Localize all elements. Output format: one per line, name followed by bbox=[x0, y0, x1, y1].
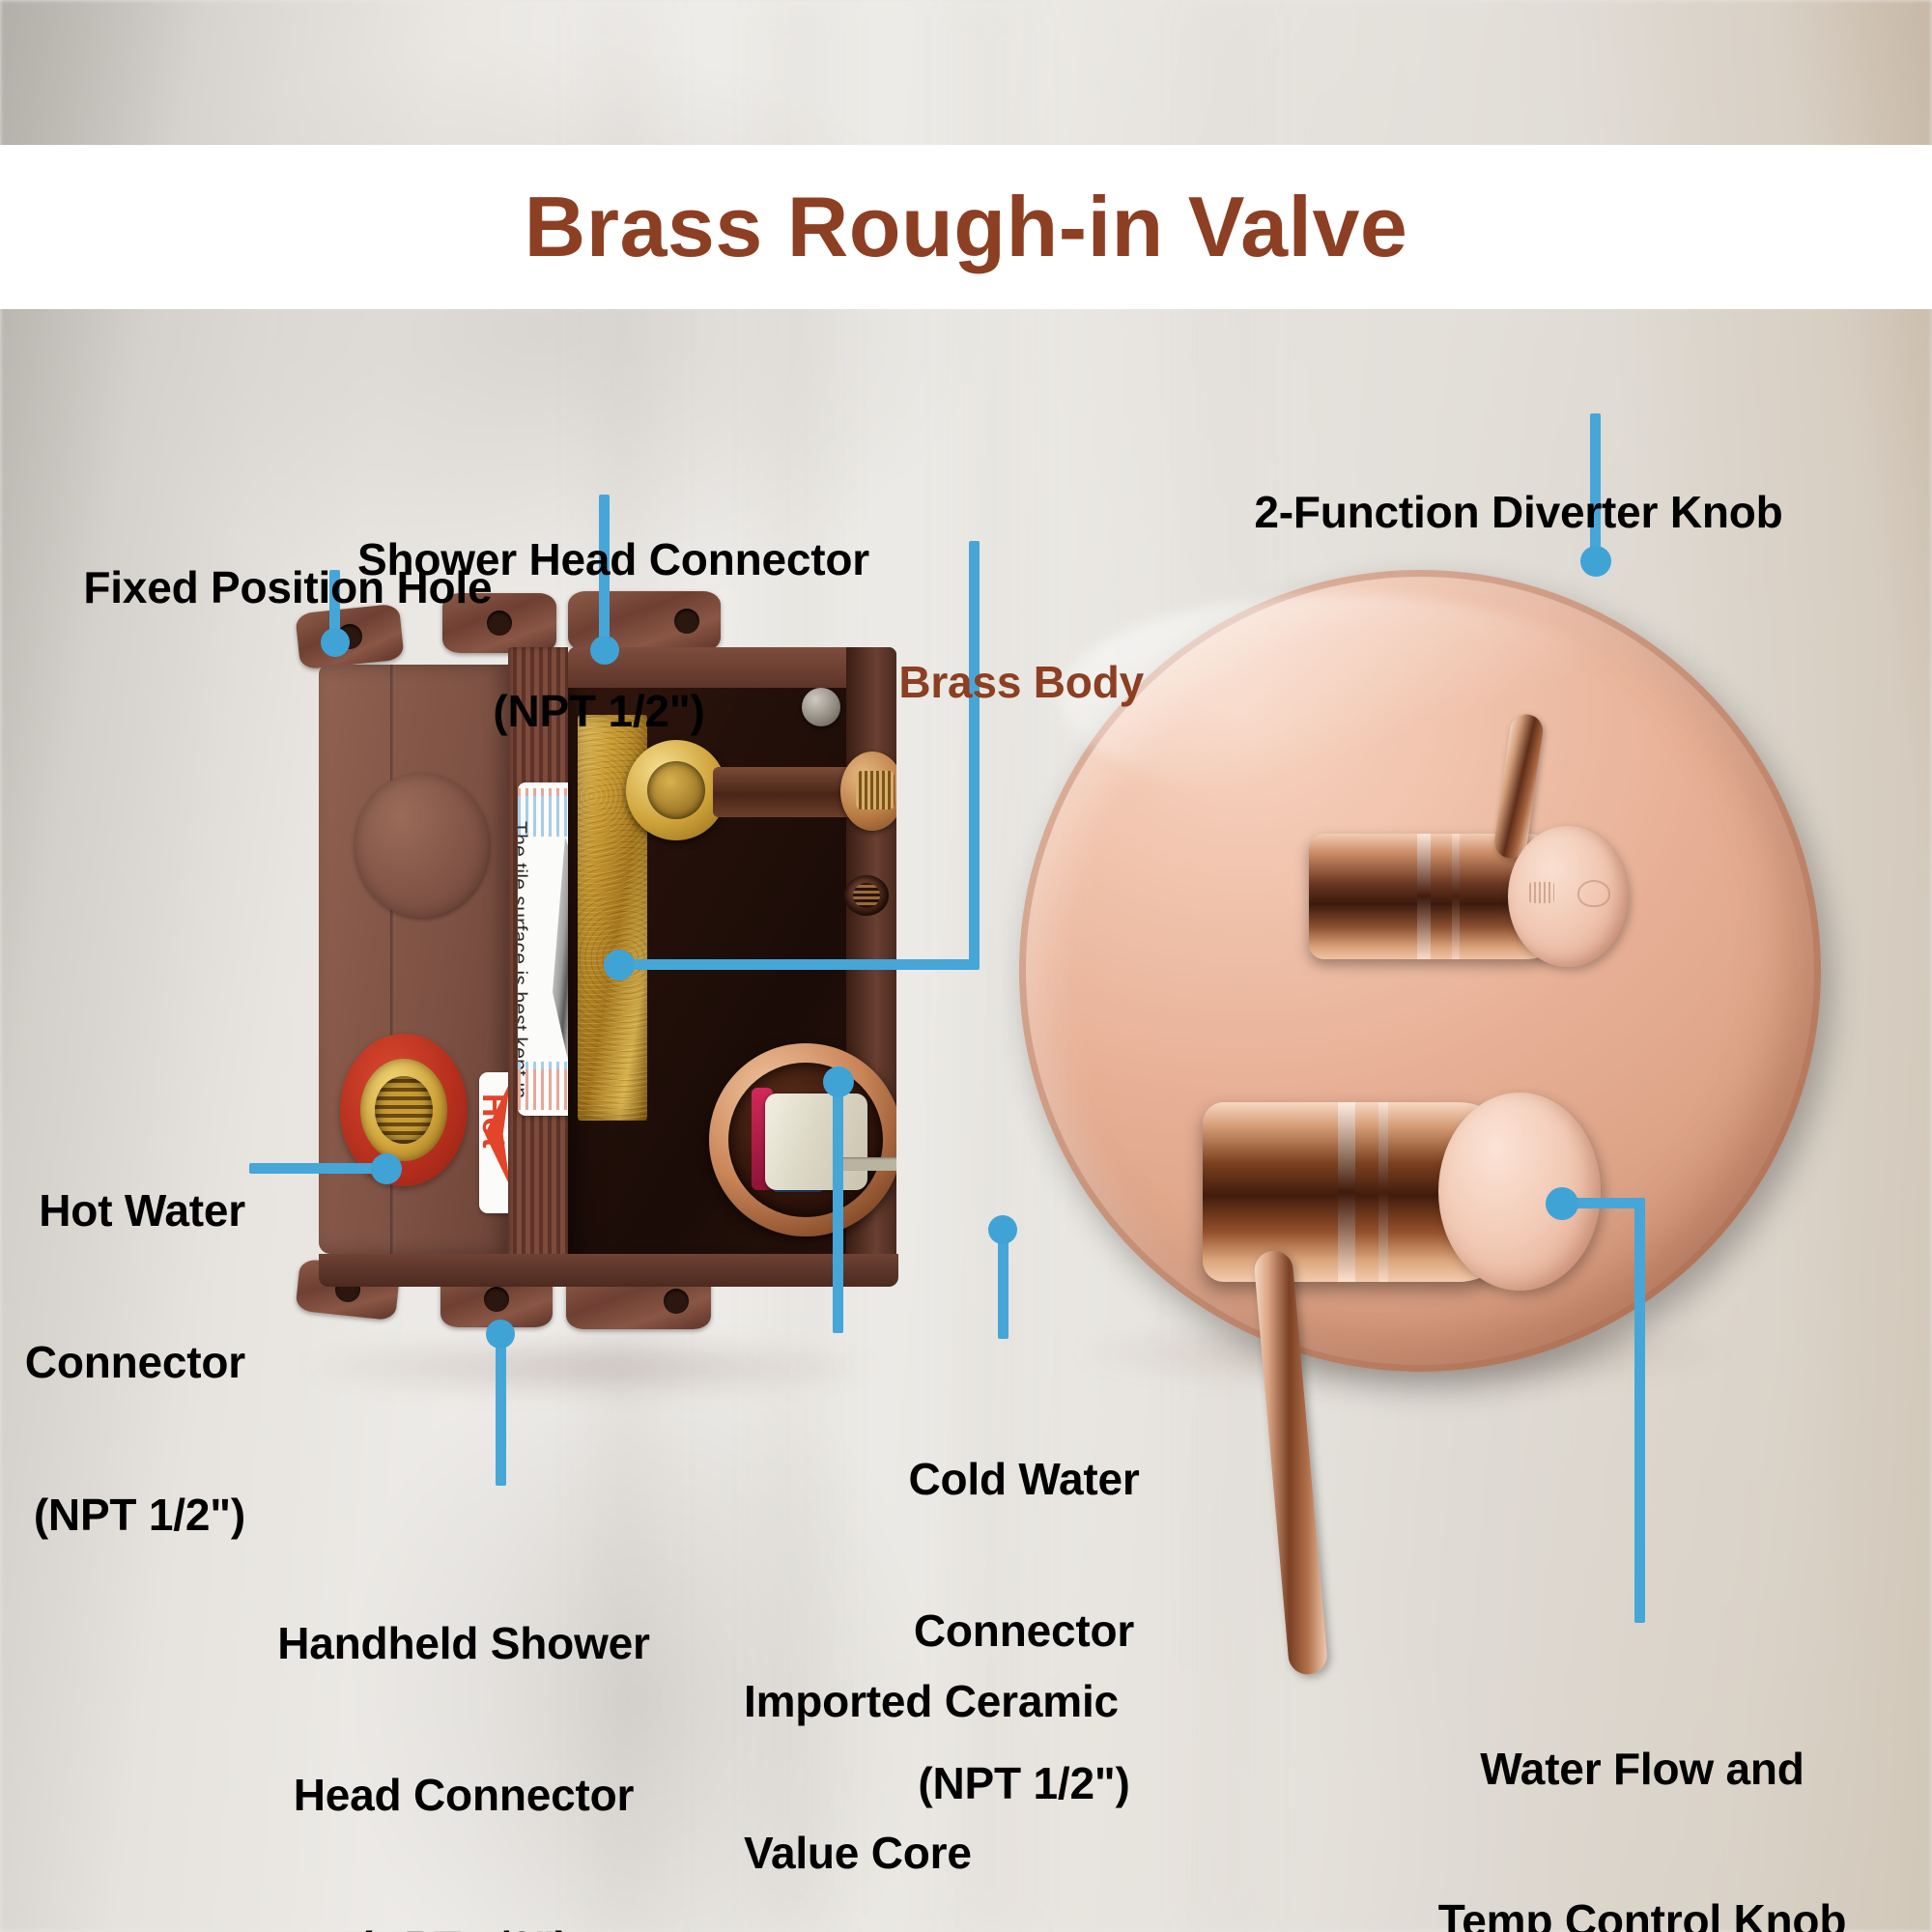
callout-diverter-knob: 2-Function Diverter Knob bbox=[1206, 437, 1783, 588]
ceramic-cartridge bbox=[709, 1043, 896, 1236]
leader-dot-shower-head-connector bbox=[590, 636, 619, 665]
brass-nut bbox=[626, 740, 726, 840]
shower-head-icon bbox=[1529, 882, 1554, 903]
callout-fixed-position-hole-line1: Fixed Position Hole bbox=[83, 562, 493, 613]
callout-shower-head-connector: Shower Head Connector (NPT 1/2") bbox=[357, 433, 869, 838]
diverter-knob bbox=[1309, 712, 1628, 967]
callout-ceramic-core-line2: Value Core bbox=[744, 1828, 972, 1879]
callout-brass-body: Brass Body bbox=[850, 607, 1144, 758]
hot-sticker-text: Hot bbox=[479, 1094, 512, 1149]
leader-brass-body-horizontal bbox=[618, 959, 980, 970]
leader-dot-fixed-position-hole bbox=[321, 628, 350, 657]
title-band: Brass Rough-in Valve bbox=[0, 145, 1932, 309]
valve-stem bbox=[713, 767, 858, 817]
callout-ceramic-core: Imported Ceramic Value Core bbox=[744, 1575, 1119, 1932]
leader-handheld-connector bbox=[496, 1331, 506, 1486]
leader-brass-body-vertical bbox=[969, 541, 980, 966]
flow-temp-knob bbox=[1203, 1087, 1601, 1677]
callout-handheld-line2: Head Connector bbox=[293, 1770, 635, 1821]
callout-diverter-knob-line1: 2-Function Diverter Knob bbox=[1254, 487, 1783, 538]
callout-cold-water-line3: (NPT 1/2") bbox=[918, 1757, 1130, 1808]
callout-hot-water-line3: (NPT 1/2") bbox=[33, 1489, 245, 1540]
callout-cold-water-connector: Cold Water Connector (NPT 1/2") bbox=[831, 1352, 1217, 1910]
leader-dot-hot-water-connector bbox=[371, 1153, 402, 1184]
body-screw bbox=[802, 688, 840, 726]
callout-flow-temp-line1: Water Flow and bbox=[1480, 1743, 1804, 1794]
side-plug-cap bbox=[354, 773, 489, 918]
leader-ceramic-core bbox=[833, 1078, 843, 1333]
callout-flow-temp-line2: Temp Control Knob bbox=[1437, 1895, 1847, 1932]
flow-knob-cap bbox=[1438, 1093, 1601, 1291]
callout-brass-body-line1: Brass Body bbox=[898, 657, 1144, 708]
flow-knob-band bbox=[1338, 1102, 1355, 1282]
leader-dot-diverter-knob bbox=[1580, 546, 1611, 577]
hot-water-port bbox=[340, 1034, 468, 1186]
callout-hot-water-line1: Hot Water bbox=[39, 1184, 245, 1236]
valve-bottom-rim bbox=[319, 1254, 898, 1287]
mounting-ear-top-mid bbox=[442, 593, 556, 653]
leader-cold-water-connector bbox=[998, 1227, 1009, 1339]
ear-hole bbox=[674, 609, 700, 634]
leader-dot-flow-temp bbox=[1546, 1187, 1578, 1220]
ear-hole bbox=[664, 1289, 689, 1314]
callout-cold-water-line2: Connector bbox=[913, 1605, 1135, 1657]
handheld-outlet-port bbox=[844, 875, 889, 916]
ceramic-core-slot bbox=[835, 1157, 896, 1171]
callout-hot-water-connector: Hot Water Connector (NPT 1/2") bbox=[0, 1084, 245, 1641]
ceramic-core bbox=[765, 1094, 896, 1190]
flow-knob-band-2 bbox=[1378, 1102, 1388, 1282]
body-seam bbox=[390, 665, 395, 1254]
ear-hole bbox=[484, 1287, 509, 1312]
callout-handheld-line1: Handheld Shower bbox=[277, 1617, 650, 1668]
callout-cold-water-line1: Cold Water bbox=[908, 1453, 1140, 1504]
callout-handheld-line3: (NPT 1/2") bbox=[242, 1922, 686, 1932]
callout-flow-temp-knob: Water Flow and Temp Control Knob bbox=[1381, 1642, 1903, 1932]
callout-hot-water-line2: Connector bbox=[24, 1337, 245, 1388]
leader-dot-cold-water-connector bbox=[988, 1215, 1017, 1244]
callout-shower-head-connector-line1: Shower Head Connector bbox=[357, 533, 869, 584]
hot-port-threads bbox=[375, 1076, 433, 1144]
handheld-port-threads bbox=[853, 883, 880, 908]
rough-in-valve-body: Hot The tile surface is best kept in the… bbox=[295, 591, 898, 1362]
diverter-knob-band bbox=[1417, 834, 1431, 959]
callout-shower-head-connector-line2: (NPT 1/2") bbox=[493, 686, 705, 737]
splined-spindle bbox=[840, 752, 896, 831]
leader-dot-handheld-connector bbox=[486, 1320, 515, 1349]
leader-fixed-position-hole bbox=[329, 570, 340, 639]
leader-shower-head-connector bbox=[599, 495, 610, 649]
leader-hot-water-connector bbox=[249, 1163, 384, 1174]
brass-nut-bore bbox=[647, 761, 705, 819]
ear-hole bbox=[487, 611, 512, 636]
leader-flow-temp-vertical bbox=[1634, 1198, 1645, 1623]
page-title: Brass Rough-in Valve bbox=[524, 179, 1408, 274]
leader-diverter-knob bbox=[1590, 413, 1601, 558]
leader-dot-ceramic-core bbox=[823, 1066, 854, 1097]
spline-teeth bbox=[856, 771, 895, 810]
plate-edge bbox=[1019, 570, 1821, 1372]
leader-dot-brass-body bbox=[604, 950, 635, 980]
callout-handheld-connector: Handheld Shower Head Connector (NPT 1/2"… bbox=[242, 1517, 686, 1932]
leader-flow-temp-horizontal bbox=[1565, 1198, 1645, 1208]
diverter-knob-cap bbox=[1508, 826, 1628, 967]
callout-ceramic-core-line1: Imported Ceramic bbox=[744, 1675, 1119, 1726]
cavity-top-lip bbox=[568, 647, 896, 688]
handheld-shower-icon bbox=[1577, 880, 1610, 907]
callout-fixed-position-hole: Fixed Position Hole bbox=[35, 512, 492, 664]
valve-drop-shadow bbox=[290, 1333, 889, 1401]
diverter-knob-band-2 bbox=[1452, 834, 1460, 959]
